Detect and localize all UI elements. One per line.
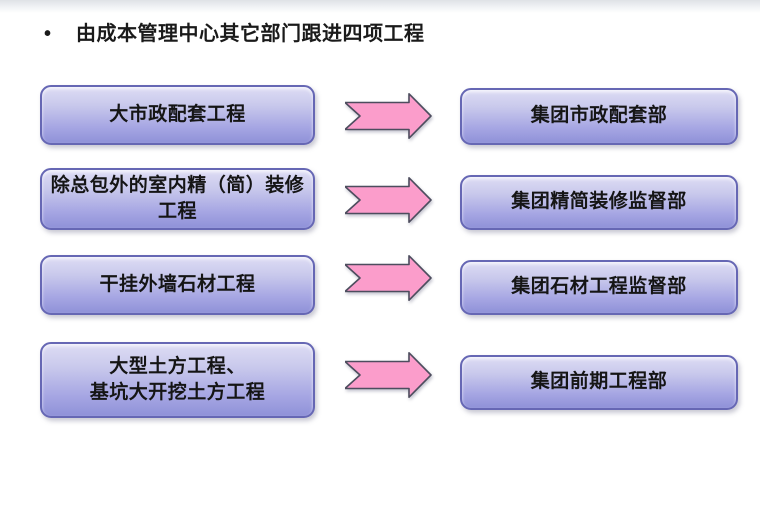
target-box-row2: 集团精简装修监督部	[460, 175, 738, 230]
target-box-label: 集团石材工程监督部	[511, 276, 687, 298]
target-box-label: 集团市政配套部	[530, 105, 668, 127]
source-box-row3: 干挂外墙石材工程	[40, 255, 315, 315]
bullet-icon: •	[44, 23, 52, 45]
target-box-label: 集团精简装修监督部	[511, 191, 687, 213]
target-box-row1: 集团市政配套部	[460, 88, 738, 145]
target-box-label: 集团前期工程部	[530, 371, 668, 393]
arrow-right-icon	[345, 255, 432, 301]
source-box-label: 干挂外墙石材工程	[99, 273, 256, 295]
source-box-row1: 大市政配套工程	[40, 85, 315, 145]
source-box-label: 除总包外的室内精（简）装修 工程	[50, 174, 305, 222]
arrow-right-icon	[345, 352, 432, 398]
source-box-label: 大型土方工程、 基坑大开挖土方工程	[89, 355, 266, 403]
top-edge-gradient	[0, 0, 760, 13]
target-box-row4: 集团前期工程部	[460, 355, 738, 410]
target-box-row3: 集团石材工程监督部	[460, 260, 738, 315]
slide-title: 由成本管理中心其它部门跟进四项工程	[76, 23, 425, 45]
arrow-right-icon	[345, 177, 432, 223]
source-box-row4: 大型土方工程、 基坑大开挖土方工程	[40, 342, 315, 418]
source-box-row2: 除总包外的室内精（简）装修 工程	[40, 168, 315, 230]
arrow-right-icon	[345, 93, 432, 139]
source-box-label: 大市政配套工程	[109, 103, 246, 125]
